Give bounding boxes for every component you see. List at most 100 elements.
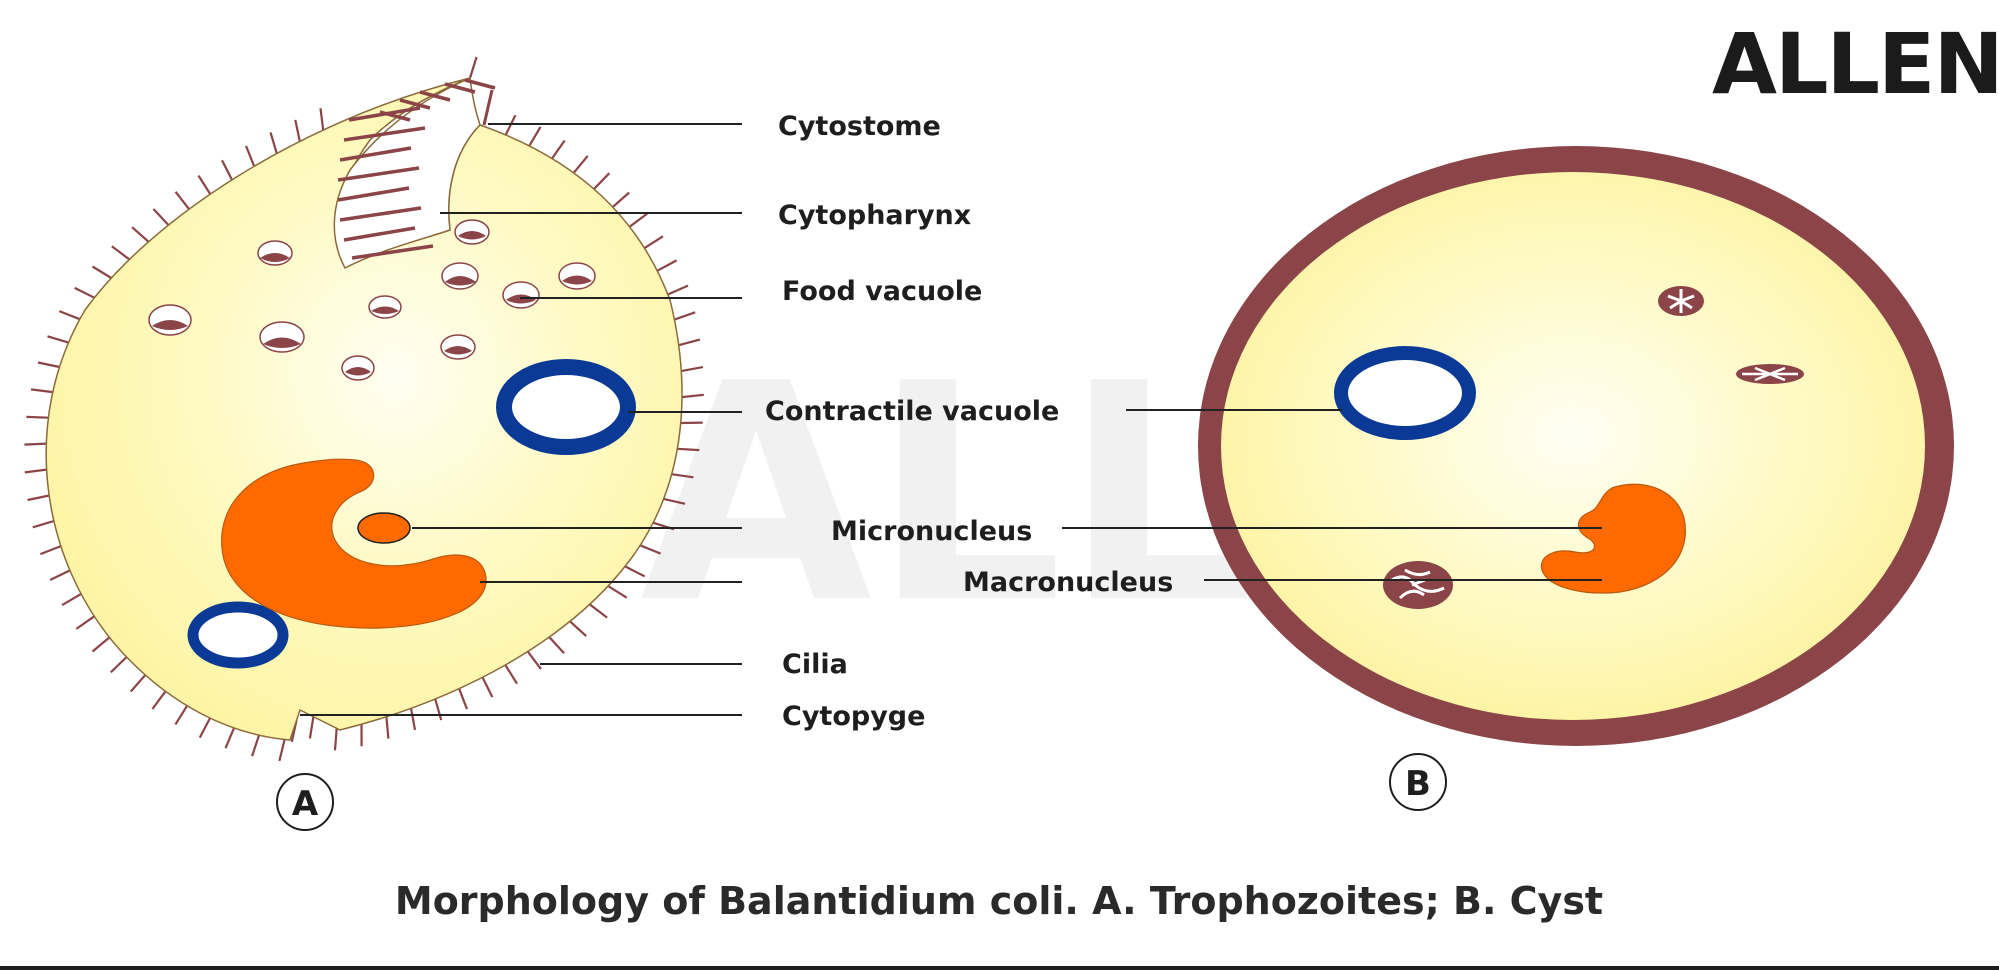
food-vacuole [259, 321, 305, 353]
cilium [681, 393, 704, 399]
cilium [308, 716, 315, 739]
panel-b-marker: B [1389, 753, 1447, 811]
cilium [278, 739, 286, 762]
cilium [639, 544, 662, 555]
cilium [663, 497, 686, 505]
label-cilia: Cilia [782, 649, 848, 680]
cyst-cytoplasm [1221, 172, 1925, 720]
cilium [37, 361, 60, 369]
cilium [319, 108, 325, 131]
cilium [671, 473, 694, 479]
cytopharynx-cilium [339, 206, 422, 222]
cilium [47, 335, 69, 344]
cilium [197, 175, 212, 195]
cilium [624, 565, 646, 578]
cilium [174, 191, 190, 210]
contractile-vacuole [187, 601, 289, 669]
cytopharynx-cilium [339, 146, 412, 162]
label-macronucleus: Macronucleus [963, 567, 1173, 598]
cilium [674, 311, 696, 321]
cilium [569, 620, 587, 637]
label-cytopyge: Cytopyge [782, 701, 925, 732]
label-food-vacuole: Food vacuole [782, 276, 982, 307]
cilium [551, 139, 566, 160]
cilium [385, 716, 390, 739]
cytopharynx-cilium [379, 110, 411, 122]
cilium [481, 676, 494, 698]
cilium [30, 388, 53, 394]
bottom-rule [0, 966, 1999, 970]
food-vacuole [441, 262, 479, 290]
cilium [91, 265, 112, 279]
cytopharynx-cilium [444, 82, 476, 94]
cilium [504, 114, 517, 136]
cilium [458, 688, 469, 710]
cilium [294, 119, 301, 142]
cytopharynx-cilium [399, 98, 431, 110]
cilium [468, 56, 478, 79]
cilium [681, 366, 704, 373]
cilium [24, 468, 47, 474]
cilium [269, 132, 278, 154]
food-vacuole [368, 295, 402, 319]
cilium [593, 172, 611, 190]
cilium [49, 569, 71, 581]
cytopharynx-cilium [419, 90, 451, 102]
micronucleus [357, 512, 411, 544]
cilium [504, 664, 518, 685]
macronucleus [1540, 483, 1686, 594]
cytopharynx-cilia [337, 78, 496, 260]
cilium [251, 734, 261, 757]
panel-b-letter: B [1405, 764, 1431, 804]
cyst [1198, 146, 1954, 746]
cilium [61, 592, 82, 607]
cilium [174, 705, 189, 725]
label-contractile-vacuole: Contractile vacuole [765, 396, 1059, 427]
panel-a-letter: A [292, 784, 319, 824]
label-micronucleus: Micronucleus [831, 516, 1032, 547]
macronucleus [221, 458, 487, 629]
allen-logo: ALLEN [1712, 15, 1999, 113]
cilium [611, 191, 630, 208]
label-cytopharynx: Cytopharynx [778, 200, 971, 231]
food-vacuole [502, 281, 540, 309]
cilium [58, 310, 81, 321]
cilium [678, 338, 701, 347]
cilium [409, 708, 417, 731]
contractile-vacuole [1334, 346, 1476, 440]
cytopharynx-cilium [351, 244, 434, 260]
cilium [224, 727, 236, 749]
label-cytostome: Cytostome [778, 111, 941, 142]
cilium [74, 286, 95, 299]
cilium [91, 636, 111, 653]
cilium [588, 603, 608, 619]
cytopharynx-cilium [337, 186, 410, 202]
cilium [32, 519, 55, 529]
cilium [667, 284, 689, 296]
cilia [24, 56, 704, 762]
cilium [528, 126, 542, 147]
food-vacuole [454, 219, 490, 245]
food-vacuole [148, 304, 192, 336]
food-vacuole [1736, 364, 1804, 384]
food-vacuole [440, 334, 476, 360]
cilium [110, 656, 128, 674]
cilium [198, 717, 211, 739]
leader-lines [300, 123, 1602, 716]
cilium [152, 208, 170, 226]
cilium [548, 636, 565, 655]
panel-a-marker: A [276, 773, 334, 831]
cytopharynx-cilium [337, 166, 420, 182]
cilium [526, 650, 542, 670]
cilium [111, 245, 131, 261]
cilium [75, 615, 95, 630]
food-vacuole [1658, 286, 1704, 316]
cilium [628, 212, 648, 228]
cilium [434, 698, 443, 721]
cilium [151, 690, 167, 710]
cilium [27, 494, 50, 502]
cilium [244, 145, 256, 167]
cytopharynx-cilium [343, 226, 416, 242]
trophozoite [24, 56, 704, 762]
